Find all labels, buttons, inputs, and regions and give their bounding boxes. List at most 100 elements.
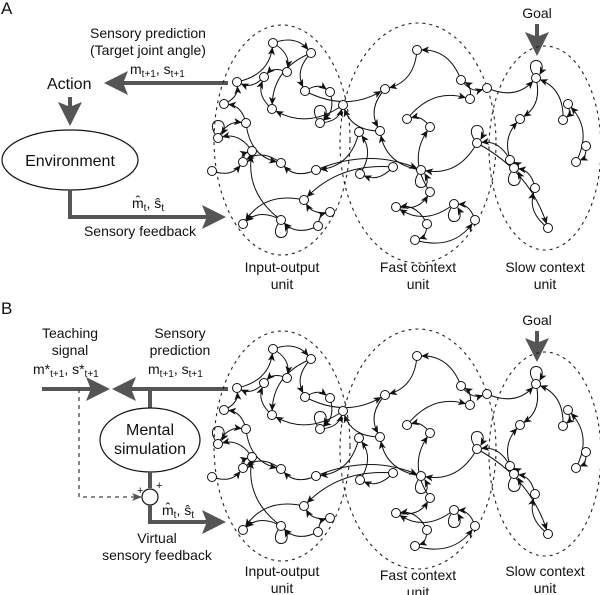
neuron-node — [375, 126, 385, 136]
signal-label: signal — [52, 342, 89, 358]
recurrent-connection — [272, 39, 309, 50]
neuron-node — [465, 400, 475, 410]
neuron-node — [530, 183, 540, 193]
neuron-node — [391, 508, 401, 518]
input-output-unit-boundary — [213, 24, 351, 256]
neuron-node — [232, 383, 242, 393]
neuron-node — [355, 475, 365, 485]
virtual-label: Virtual — [137, 530, 176, 546]
neuron-node — [482, 389, 492, 399]
goal-label-b: Goal — [522, 312, 552, 328]
neuron-node — [558, 421, 568, 431]
virtual-sensory-feedback-label: sensory feedback — [102, 547, 213, 563]
simulation-label: simulation — [114, 441, 186, 458]
neuron-node — [276, 464, 286, 474]
neuron-node — [412, 45, 422, 55]
neuron-node — [410, 541, 420, 551]
neuron-node — [300, 392, 310, 402]
fast-context-unit-boundary — [339, 328, 497, 570]
neuron-node — [412, 351, 422, 361]
self-connection — [448, 207, 465, 222]
self-connection — [530, 366, 547, 381]
neuron-node — [267, 104, 277, 114]
self-connection — [471, 431, 488, 446]
teaching-vars: m*t+1, s*t+1 — [33, 361, 99, 380]
neuron-node — [558, 115, 568, 125]
slow-context-unit-boundary — [488, 45, 600, 251]
self-connection — [415, 479, 432, 494]
recurrent-connection — [306, 472, 394, 504]
recurrent-connection — [246, 460, 282, 527]
neuron-node — [311, 165, 321, 175]
unit-label-slow-context-a-line2: unit — [534, 276, 557, 292]
recurrent-connection — [272, 345, 309, 356]
mental-simulation-node — [99, 407, 201, 473]
neuron-node — [456, 75, 466, 85]
fast-context-unit-boundary — [339, 22, 497, 264]
target-joint-angle-label: (Target joint angle) — [90, 42, 206, 58]
sensory-prediction-label: Sensory prediction — [90, 25, 206, 41]
recurrent-connection — [315, 464, 418, 477]
neuron-node — [425, 122, 435, 132]
neuron-node — [530, 489, 540, 499]
neuron-node — [470, 215, 480, 225]
neuron-node — [241, 118, 251, 128]
neuron-node — [238, 157, 248, 167]
sum-sign-left: + — [137, 485, 143, 497]
self-connection — [212, 120, 229, 135]
neuron-node — [543, 223, 553, 233]
unit-label-input-output-a: Input-output — [245, 259, 320, 275]
prediction-label-b: prediction — [150, 342, 211, 358]
neuron-node — [509, 163, 519, 173]
neuron-node — [259, 72, 269, 82]
neuron-node — [515, 420, 525, 430]
neuron-node — [571, 463, 581, 473]
neuron-node — [268, 38, 278, 48]
recurrent-connection — [296, 358, 312, 394]
neuron-node — [247, 452, 257, 462]
self-connection — [471, 125, 488, 140]
self-connection — [508, 477, 525, 492]
neuron-node — [472, 444, 482, 454]
neuron-node — [425, 428, 435, 438]
panel-a: A Sensory prediction (Target joint angle… — [1, 0, 600, 292]
recurrent-connection — [236, 352, 275, 389]
unit-label-input-output-b: Input-output — [245, 563, 320, 579]
neuron-node — [416, 165, 426, 175]
sensory-label-b: Sensory — [154, 325, 205, 341]
unit-label-fast-context-a-line2: unit — [407, 276, 430, 292]
neuron-node — [213, 439, 223, 449]
neuron-node — [391, 202, 401, 212]
recurrent-connection — [283, 528, 319, 537]
neuron-node — [449, 505, 459, 515]
recurrent-connection — [528, 497, 549, 535]
recurrent-connection — [539, 385, 564, 427]
neuron-node — [338, 100, 348, 110]
recurrent-connection — [539, 79, 564, 121]
action-label: Action — [47, 76, 91, 93]
recurrent-connection — [275, 104, 344, 120]
neuron-node — [355, 169, 365, 179]
neuron-node — [247, 146, 257, 156]
neuron-node — [325, 513, 335, 523]
network-a — [207, 22, 600, 264]
neuron-node — [410, 235, 420, 245]
recurrent-connection — [306, 166, 394, 198]
recurrent-connection — [417, 130, 431, 193]
neuron-node — [581, 141, 591, 151]
panel-letter-a: A — [1, 0, 13, 18]
self-connection — [275, 223, 292, 238]
neuron-node — [505, 461, 515, 471]
input-output-unit-boundary — [213, 330, 351, 562]
neuron-node — [402, 114, 412, 124]
neuron-node — [259, 378, 269, 388]
recurrent-connection — [296, 52, 312, 88]
self-connection — [275, 529, 292, 544]
neuron-node — [375, 432, 385, 442]
network-b — [207, 328, 600, 570]
sensory-feedback-arrow-a — [68, 190, 226, 229]
neuron-node — [482, 83, 492, 93]
neuron-node — [388, 468, 398, 478]
neuron-node — [465, 94, 475, 104]
